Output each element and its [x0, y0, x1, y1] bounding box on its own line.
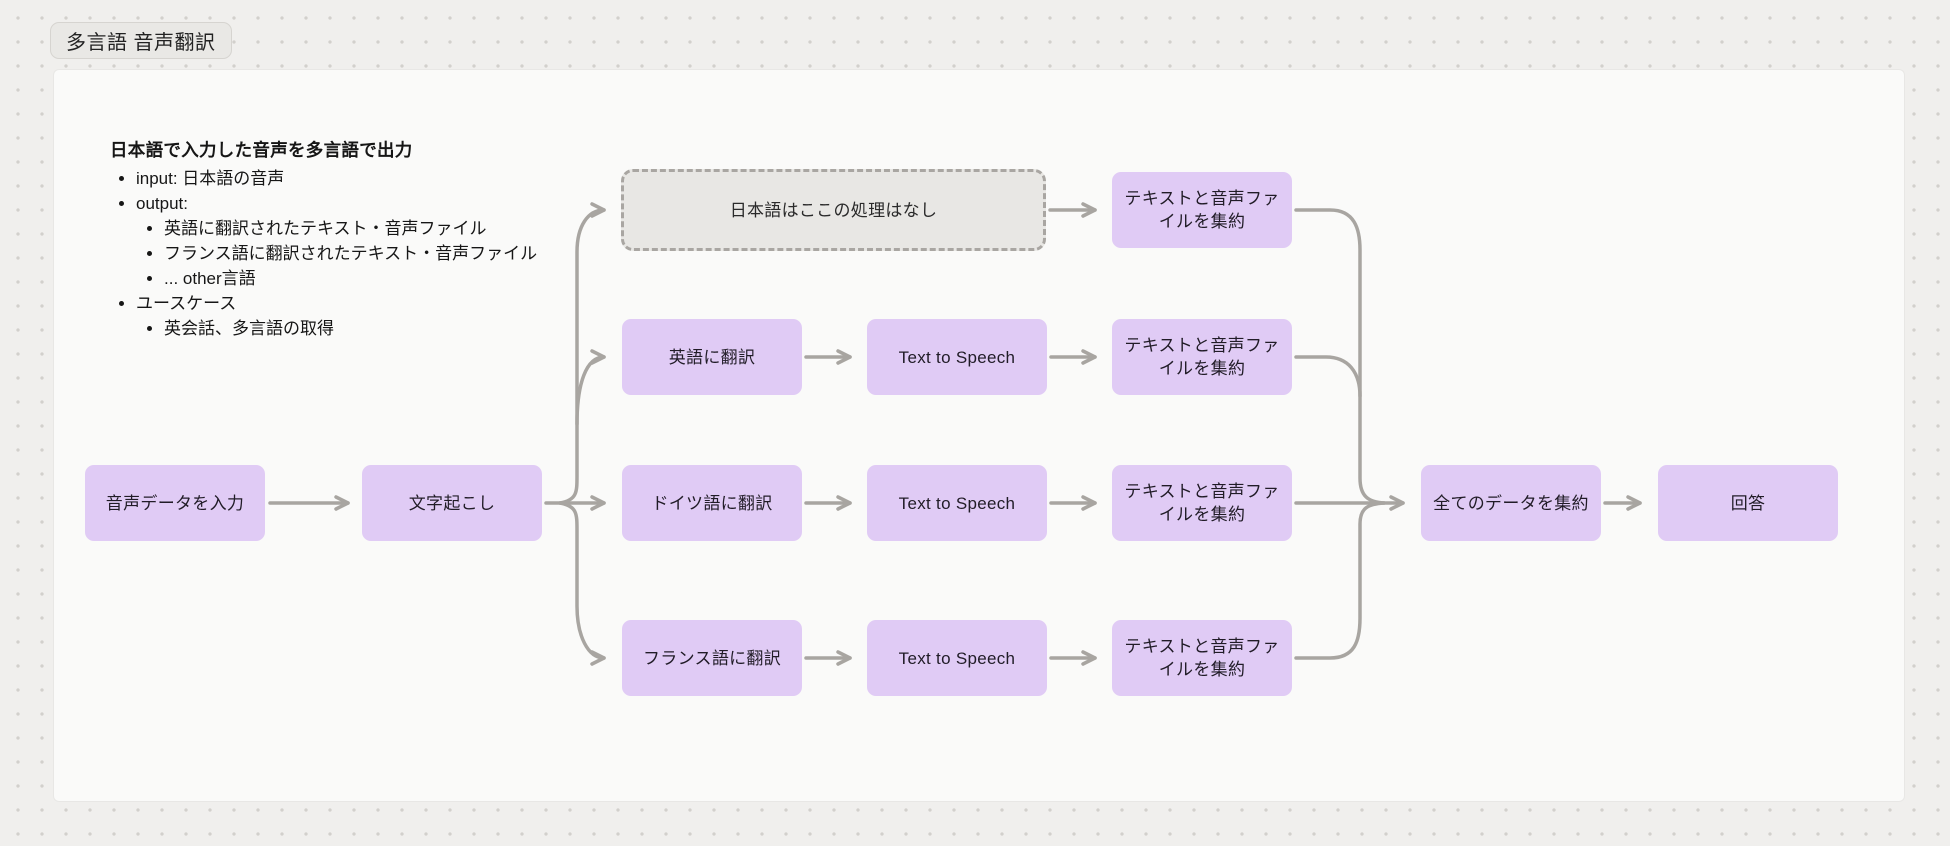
node-label: ドイツ語に翻訳	[651, 493, 773, 513]
node-aggregate-fr[interactable]: テキストと音声ファイルを集約	[1112, 620, 1292, 696]
notes-heading: 日本語で入力した音声を多言語で出力	[110, 140, 413, 160]
node-label: 日本語はここの処理はなし	[729, 200, 938, 220]
frame-title-label[interactable]: 多言語 音声翻訳	[50, 22, 232, 59]
node-aggregate-de[interactable]: テキストと音声ファイルを集約	[1112, 465, 1292, 541]
node-audio-input[interactable]: 音声データを入力	[85, 465, 265, 541]
node-label: 英語に翻訳	[668, 347, 756, 367]
node-label: テキストと音声ファイルを集約	[1124, 637, 1280, 679]
node-tts-de[interactable]: Text to Speech	[867, 465, 1047, 541]
node-label: テキストと音声ファイルを集約	[1124, 189, 1280, 231]
node-translate-de[interactable]: ドイツ語に翻訳	[622, 465, 802, 541]
notes-sublist-usecase: 英会話、多言語の取得	[136, 316, 570, 341]
note-item: 英語に翻訳されたテキスト・音声ファイル	[164, 216, 570, 241]
node-translate-fr[interactable]: フランス語に翻訳	[622, 620, 802, 696]
node-label: 文字起こし	[408, 493, 496, 513]
note-item: ユースケース	[136, 291, 570, 316]
node-tts-en[interactable]: Text to Speech	[867, 319, 1047, 395]
node-tts-fr[interactable]: Text to Speech	[867, 620, 1047, 696]
node-label: テキストと音声ファイルを集約	[1124, 482, 1280, 524]
node-transcribe[interactable]: 文字起こし	[362, 465, 542, 541]
frame-title-text: 多言語 音声翻訳	[66, 32, 216, 54]
notes-sublist-output: 英語に翻訳されたテキスト・音声ファイル フランス語に翻訳されたテキスト・音声ファ…	[136, 216, 570, 291]
node-label: Text to Speech	[898, 347, 1016, 367]
node-aggregate-en[interactable]: テキストと音声ファイルを集約	[1112, 319, 1292, 395]
note-item: 英会話、多言語の取得	[164, 316, 570, 341]
note-item: フランス語に翻訳されたテキスト・音声ファイル	[164, 241, 570, 266]
notes-list: input: 日本語の音声 output: 英語に翻訳されたテキスト・音声ファイ…	[110, 166, 570, 341]
note-item: input: 日本語の音声	[136, 166, 570, 191]
node-answer[interactable]: 回答	[1658, 465, 1838, 541]
node-label: 音声データを入力	[105, 493, 245, 513]
node-japanese-skip[interactable]: 日本語はここの処理はなし	[621, 169, 1046, 251]
note-item: ... other言語	[164, 266, 570, 291]
node-translate-en[interactable]: 英語に翻訳	[622, 319, 802, 395]
node-label: フランス語に翻訳	[642, 648, 782, 668]
node-label: Text to Speech	[898, 493, 1016, 513]
node-label: 回答	[1730, 493, 1766, 513]
node-aggregate-ja[interactable]: テキストと音声ファイルを集約	[1112, 172, 1292, 248]
node-aggregate-all[interactable]: 全てのデータを集約	[1421, 465, 1601, 541]
node-label: 全てのデータを集約	[1433, 493, 1589, 513]
node-label: Text to Speech	[898, 648, 1016, 668]
notes-text-block[interactable]: 日本語で入力した音声を多言語で出力 input: 日本語の音声 output: …	[110, 137, 570, 341]
node-label: テキストと音声ファイルを集約	[1124, 336, 1280, 378]
note-item: output:	[136, 191, 570, 216]
